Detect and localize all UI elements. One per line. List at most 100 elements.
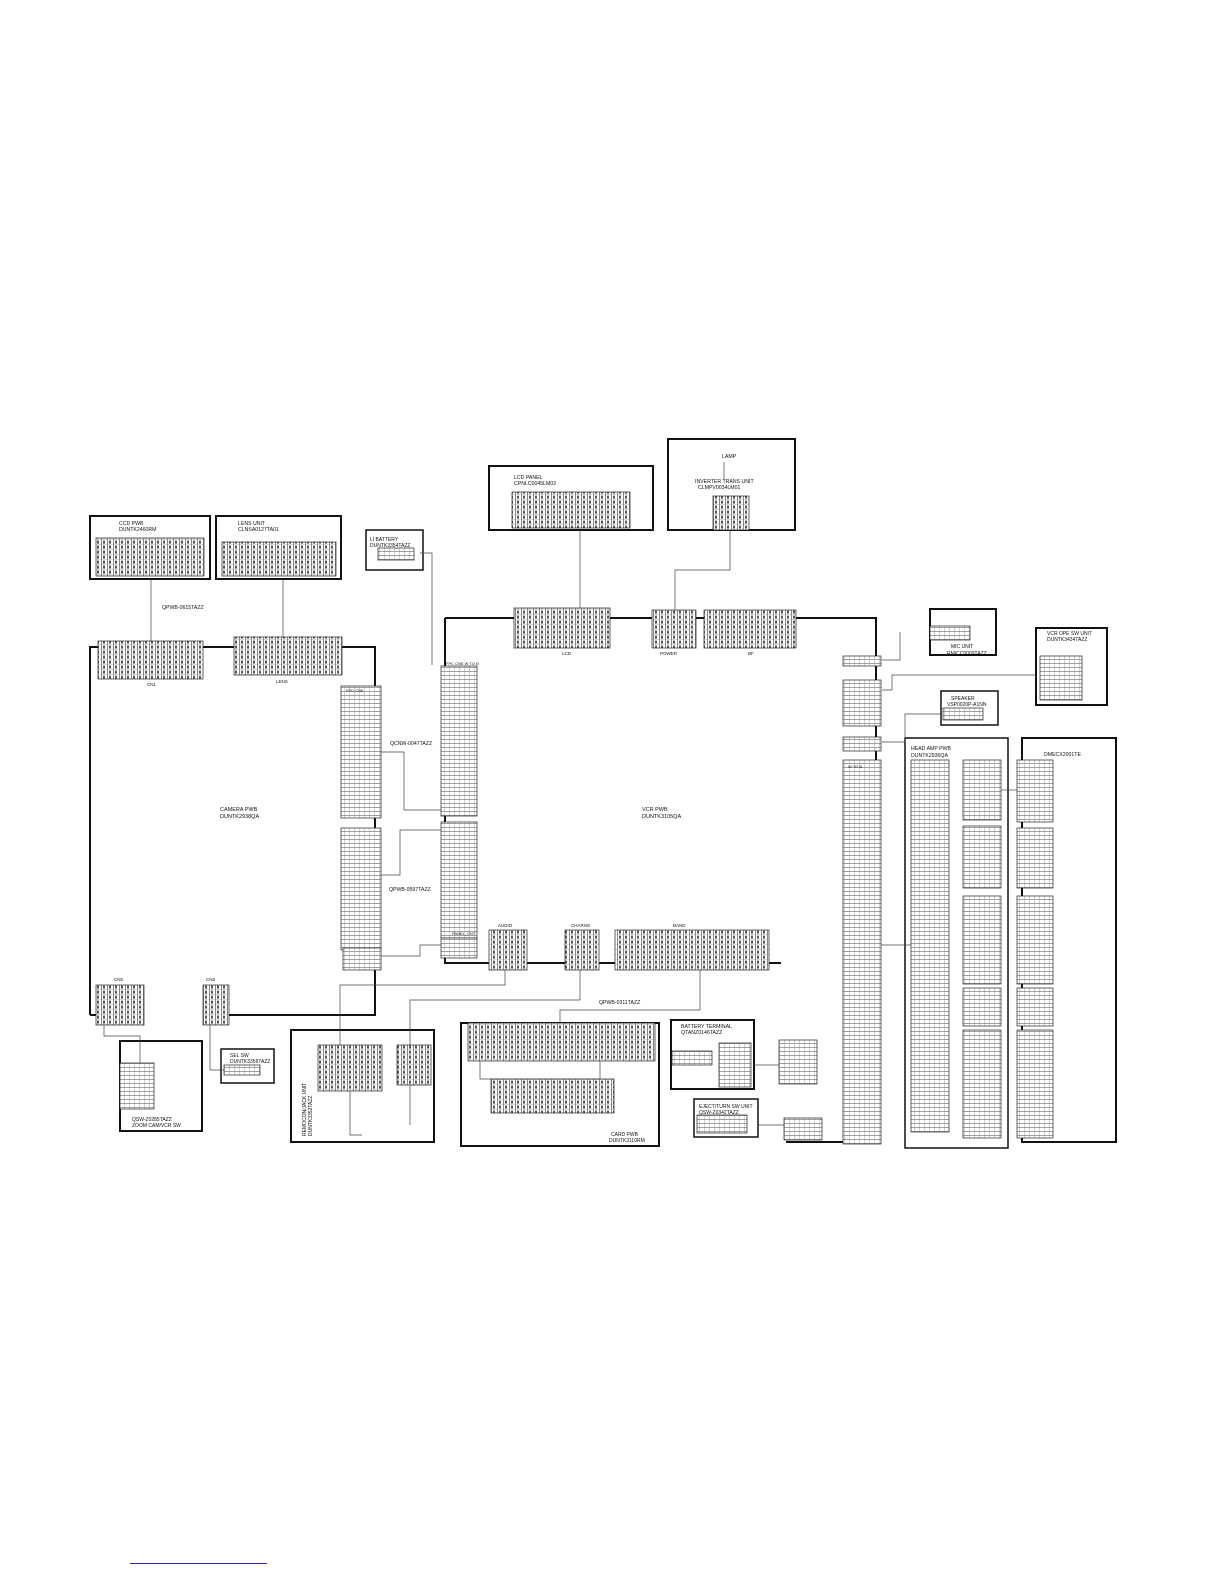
conn-label-band: BAND bbox=[673, 923, 686, 928]
conn-label-audio: AUDIO bbox=[498, 923, 513, 928]
wire-cam-vcr-a bbox=[381, 751, 441, 811]
li-battery-part: DUNTK3354TAZZ bbox=[370, 543, 410, 549]
vcr-lcd bbox=[513, 607, 611, 649]
inverter-name: INVERTER TRANS UNIT bbox=[695, 479, 754, 485]
li-battery-box bbox=[365, 529, 424, 571]
vcr-pwb-name: VCR PWB bbox=[642, 807, 668, 813]
head-amp-mid-5 bbox=[962, 1029, 1002, 1139]
remocon-name: REMOCON/JACK UNIT bbox=[302, 1083, 308, 1136]
conn-label-wire-to-b: W TO B bbox=[848, 764, 862, 769]
vcr-j2 bbox=[842, 679, 882, 727]
camera-pwb-name: CAMERA PWB bbox=[220, 807, 258, 813]
head-amp-left bbox=[910, 759, 950, 1133]
cam-fpc-2 bbox=[340, 827, 382, 951]
card-pwb-part: DUNTK3110RM bbox=[609, 1138, 645, 1144]
card-upper bbox=[467, 1022, 656, 1062]
lcd-panel-name: LCD PANEL bbox=[514, 475, 543, 481]
remocon-conn-b bbox=[396, 1044, 432, 1086]
battery-terminal-part: QTANZ0146TAZZ bbox=[681, 1030, 722, 1036]
vcr-pwb-part: DUNTK3105QA bbox=[642, 814, 681, 820]
cam-cn5 bbox=[95, 984, 145, 1026]
speaker-conn bbox=[942, 707, 984, 721]
cable-ccd-cam: QPWB-0615TAZZ bbox=[162, 605, 204, 611]
wire-cn5-zoom bbox=[103, 1025, 141, 1063]
ccd-pwb-box bbox=[89, 515, 211, 580]
wire-remocon-legs bbox=[349, 1091, 362, 1136]
vcr-charge bbox=[564, 929, 600, 971]
conn-label-cn1: CN1 bbox=[147, 682, 156, 687]
zoom-sw-name: ZOOM CAM/VCR SW bbox=[132, 1123, 181, 1129]
cable-cam-vcr: QCNW-0047TAZZ bbox=[390, 741, 432, 747]
wire-card-links bbox=[479, 1061, 601, 1080]
cable-card: QPWB-0311TAZZ bbox=[599, 1000, 640, 1006]
vcr-ope-sw-name: VCR OPE SW UNIT bbox=[1047, 631, 1092, 637]
vcr-fpc-1 bbox=[440, 665, 478, 817]
head-amp-mid-4 bbox=[962, 987, 1002, 1027]
vcr-big-conn bbox=[842, 759, 882, 1145]
ccd-conn bbox=[95, 537, 205, 577]
sel-sw-conn bbox=[223, 1064, 261, 1076]
dmecx-3 bbox=[1016, 895, 1054, 985]
dmecx-1 bbox=[1016, 759, 1054, 823]
card-pwb-name: CARD PWB bbox=[611, 1132, 639, 1138]
conn-label-cn6: CN6 bbox=[206, 977, 215, 982]
conn-label-fpc-cne: FPC CNE bbox=[346, 688, 364, 693]
eject-turn-sw-box bbox=[693, 1098, 759, 1138]
zoom-sw-part: QSW-Z0285TAZZ bbox=[132, 1117, 172, 1123]
vcr-eject-conn bbox=[783, 1117, 823, 1141]
vcr-band bbox=[614, 929, 770, 971]
cam-cn6 bbox=[202, 984, 230, 1026]
cam-fpc-3 bbox=[342, 947, 382, 971]
ccd-pwb-part: DUNTK2460RM bbox=[119, 527, 156, 533]
battery-term-conn bbox=[671, 1050, 713, 1066]
lens-unit-name: LENS UNIT bbox=[238, 521, 266, 527]
dmecx-5 bbox=[1016, 1029, 1054, 1139]
head-amp-mid-1 bbox=[962, 759, 1002, 821]
cam-lens bbox=[233, 636, 343, 676]
cam-fpc-1 bbox=[340, 685, 382, 819]
camera-pwb-box bbox=[89, 646, 376, 1016]
conn-label-cn5: CN5 bbox=[114, 977, 123, 982]
zoom-sw-conn bbox=[119, 1062, 155, 1110]
speaker-part: VSP0020P-A1NN bbox=[947, 702, 987, 708]
footer-rule bbox=[130, 1563, 267, 1564]
vcr-fpc-2 bbox=[440, 821, 478, 939]
vcr-ope-conn bbox=[1039, 655, 1083, 701]
eject-part: QSW-Z0342TAZZ bbox=[699, 1110, 739, 1116]
lcd-conn bbox=[511, 491, 631, 529]
wire-inv-vcr bbox=[674, 530, 731, 610]
wire-cn6-sel bbox=[209, 1025, 224, 1071]
lens-conn bbox=[221, 541, 337, 577]
battery-terminal-name: BATTERY TERMINAL bbox=[681, 1024, 732, 1030]
head-amp-box bbox=[904, 737, 1009, 1149]
vcr-j1 bbox=[842, 655, 882, 667]
head-amp-mid-2 bbox=[962, 825, 1002, 889]
eject-name: EJECT/TURN SW UNIT bbox=[699, 1104, 753, 1110]
conn-label-bf: BF bbox=[748, 651, 754, 656]
wire-charge-remocon bbox=[409, 970, 581, 1045]
battery-terminal-box bbox=[670, 1019, 755, 1090]
cable-cam-vcr-lower: QPWB-0597TAZZ bbox=[389, 887, 431, 893]
lcd-panel-part: CPNLC0045LM02 bbox=[514, 481, 556, 487]
mic-unit-part: RMICC0009TAZZ bbox=[947, 651, 987, 657]
vcr-bf bbox=[703, 609, 797, 649]
vcr-batt-conn bbox=[778, 1039, 818, 1085]
conn-label-fpc-to-b: FPC CNE W TO B bbox=[446, 661, 479, 666]
sel-sw-name: SEL SW bbox=[230, 1053, 249, 1059]
vcr-audio bbox=[488, 929, 528, 971]
lens-unit-part: CLNSA0127TA01 bbox=[238, 527, 279, 533]
inverter-part: CLMPV0034LM01 bbox=[698, 485, 741, 491]
remocon-conn-a bbox=[317, 1044, 383, 1092]
wire-band-card bbox=[559, 970, 701, 1023]
dmecx-name: DMECX2001TE bbox=[1044, 752, 1081, 758]
wire-spk-vcr bbox=[882, 713, 941, 743]
lcd-panel-box bbox=[488, 465, 654, 531]
sel-sw-part: DUNTK3356TAZZ bbox=[230, 1059, 270, 1065]
head-amp-part: DUNTK2936QA bbox=[911, 753, 948, 759]
li-batt-conn bbox=[377, 547, 415, 561]
eject-conn bbox=[696, 1114, 748, 1134]
vcr-ope-sw-part: DUNTK3434TAZZ bbox=[1047, 637, 1087, 643]
wire-mic-vcr bbox=[882, 632, 901, 661]
wire-cam-vcr-c bbox=[381, 944, 441, 957]
